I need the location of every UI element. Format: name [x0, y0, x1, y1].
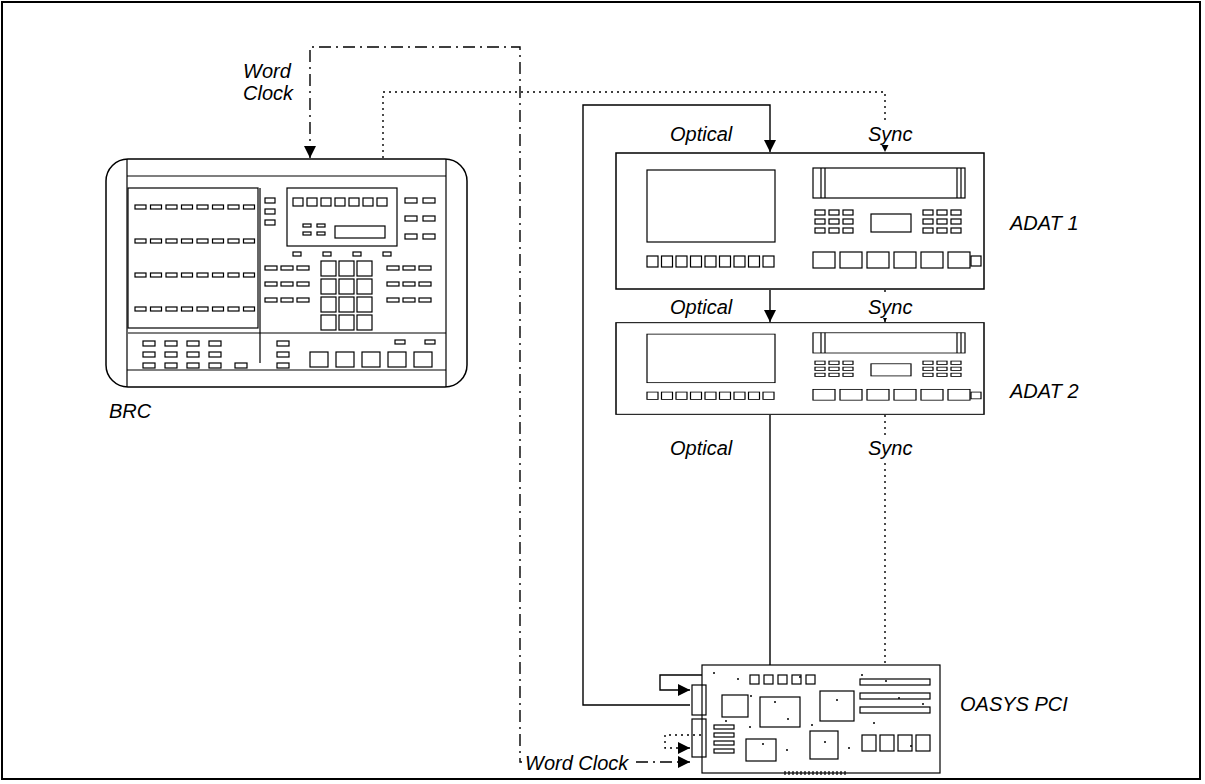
device-label: ADAT 2 [1010, 380, 1079, 403]
device-label: OASYS PCI [960, 693, 1068, 716]
device-illustration [615, 322, 985, 415]
pci-card: OASYS PCI [690, 655, 945, 780]
signal-label: Optical [667, 437, 735, 459]
device-illustration [615, 152, 985, 290]
signal-label: Sync [865, 123, 915, 145]
signal-connector [583, 105, 770, 705]
signal-label: Word Clock [522, 752, 631, 774]
signal-connector [660, 415, 770, 690]
recorder-device: ADAT 1 [615, 152, 985, 290]
console-device: BRC [105, 158, 468, 388]
signal-connector [310, 47, 690, 762]
device-label: ADAT 1 [1010, 212, 1079, 235]
device-label: BRC [109, 400, 151, 423]
signal-connector [769, 290, 770, 322]
device-illustration [105, 158, 468, 388]
signal-label: Optical [667, 296, 735, 318]
signal-label: Sync [865, 437, 915, 459]
signal-connector [383, 92, 885, 158]
signal-label: Word Clock [240, 60, 308, 104]
device-illustration [690, 655, 945, 780]
signal-label: Optical [667, 123, 735, 145]
recorder-device: ADAT 2 [615, 322, 985, 415]
signal-label: Sync [865, 296, 915, 318]
